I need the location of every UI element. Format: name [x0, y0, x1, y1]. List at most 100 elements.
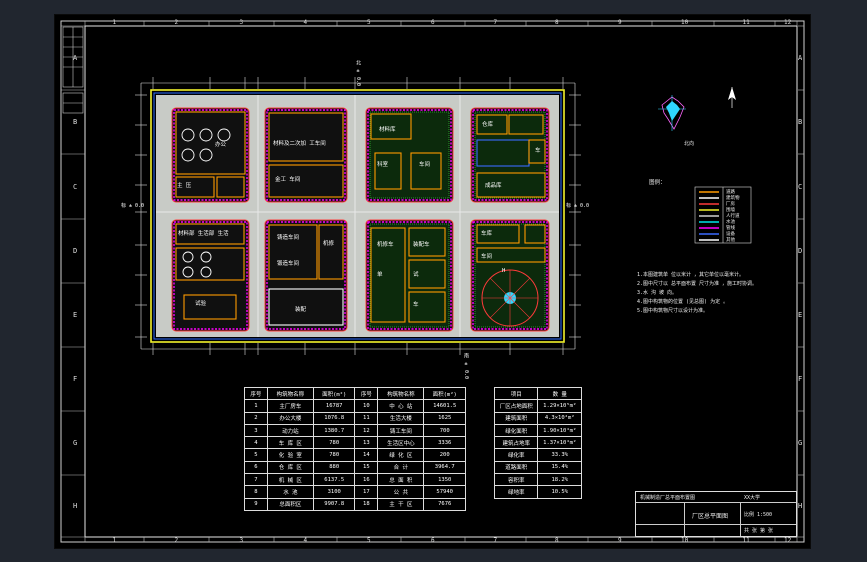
title-block-school: XX大学 [744, 495, 761, 501]
note-line: 5.图中构筑物尺寸以设计为准。 [637, 308, 709, 314]
compass-label: 北向 [684, 141, 695, 147]
building-label: 材料库 [379, 127, 396, 133]
row-letter: D [798, 247, 803, 255]
legend-label: 其他 [726, 238, 735, 243]
table-cell: 1350 [423, 473, 466, 487]
row-letter: H [73, 502, 78, 510]
column-number: 11 [742, 537, 750, 544]
column-number: 11 [742, 19, 750, 26]
column-number: 9 [618, 537, 622, 544]
table-cell: 建筑占地率 [493, 436, 539, 450]
building-block [171, 107, 250, 203]
column-number: 4 [303, 19, 308, 26]
row-letter: A [798, 54, 803, 62]
table-cell: 1.90×10⁴m² [537, 423, 582, 438]
legend-label: 道路 [726, 190, 735, 195]
building-label: 试 [413, 272, 419, 278]
table-cell: 780 [312, 436, 356, 450]
note-line: 2.图中尺寸以 总平面布置 尺寸为准 ，施工时协调。 [637, 281, 758, 287]
table-cell: 生活区中心 [377, 436, 425, 450]
column-number: 8 [555, 537, 559, 544]
table-cell: 4 [244, 436, 268, 450]
table-row: 序号构筑物名称面积(m²)序号构筑物名称面积(m²) [244, 386, 466, 401]
table-cell: 6137.5 [312, 473, 356, 487]
table-cell: 15.4% [537, 460, 582, 475]
table-cell: 7 [244, 473, 268, 487]
table-cell: 主厂房车 [266, 399, 314, 413]
legend-label: 水池 [726, 220, 735, 225]
building-label: 机修 [323, 241, 335, 247]
table-cell: 动力站 [266, 423, 314, 438]
building-block [264, 107, 348, 203]
building-label: 车间 [481, 254, 493, 260]
table-cell: 办公大楼 [266, 411, 314, 425]
table-cell: 水 池 [266, 485, 314, 499]
table-cell: 780 [312, 448, 356, 462]
north-arrow-icon [728, 87, 736, 108]
table-cell: 1380.7 [312, 423, 356, 438]
row-letter: C [798, 182, 803, 191]
table-cell: 18 [354, 497, 379, 511]
table-cell: 1.29×10⁵m² [537, 399, 582, 413]
table-cell: 7676 [423, 497, 466, 511]
table-cell: 容积率 [493, 473, 539, 487]
table-cell: 880 [312, 460, 356, 475]
building-block [470, 107, 550, 203]
building-label: 车 [535, 148, 541, 154]
building-label: 装配 [295, 307, 307, 313]
column-number: 5 [367, 19, 371, 26]
table-cell: 绿化面积 [493, 423, 539, 438]
sheet-count: 共 张 第 张 [744, 528, 774, 534]
table-cell: 3964.7 [423, 460, 466, 475]
legend-title: 图例： [649, 180, 666, 186]
column-number: 8 [555, 19, 559, 26]
table-cell: 构筑物名称 [377, 386, 425, 401]
table-cell: 11 [354, 411, 379, 425]
row-letter: F [798, 375, 803, 383]
table-cell: 4.3×10⁴m² [537, 411, 582, 425]
building-label: 材料部 生活部 生活 [178, 231, 229, 237]
building-label: 车库 [481, 231, 493, 237]
legend-label: 建筑物 [726, 196, 740, 201]
table-cell: 15 [354, 460, 379, 475]
building-label: 仓库 [482, 122, 494, 128]
note-line: 3.水 沟 坡 向。 [637, 290, 678, 296]
table-cell: 5 [244, 448, 268, 462]
column-number: 1 [112, 19, 117, 26]
row-letter: C [73, 182, 78, 191]
column-number: 4 [303, 537, 308, 544]
wind-rose-icon [658, 95, 686, 131]
legend-label: 围墙 [726, 208, 735, 213]
table-cell: 10 [354, 399, 379, 413]
table-cell: 14 [354, 448, 379, 462]
building-label: 试验 [195, 301, 207, 307]
table-cell: 57940 [423, 485, 466, 499]
table-cell: 车 库 区 [266, 436, 314, 450]
scale-label: 比例 1:500 [744, 512, 773, 518]
column-number: 2 [174, 537, 179, 544]
column-number: 6 [431, 537, 435, 544]
table-cell: 1076.8 [312, 411, 356, 425]
table-cell: 面积(m²) [312, 386, 356, 401]
building-label: 机修车 [377, 242, 394, 248]
table-cell: 总面积区 [266, 497, 314, 511]
table-cell: 总 面 积 [377, 473, 425, 487]
note-line: 4.图中构筑物的位置 (见总图) 为定 。 [637, 299, 729, 305]
table-cell: 项目 [493, 386, 539, 401]
building-label: 车间 [419, 162, 431, 168]
row-letter: E [73, 311, 78, 319]
table-cell: 道路面积 [493, 460, 539, 475]
building-label: 车 [413, 302, 419, 308]
left-elevation-label: 标 ± 0.0 [121, 203, 145, 209]
table-cell: 建筑面积 [493, 411, 539, 425]
building-label: 金工 车间 [275, 177, 301, 183]
